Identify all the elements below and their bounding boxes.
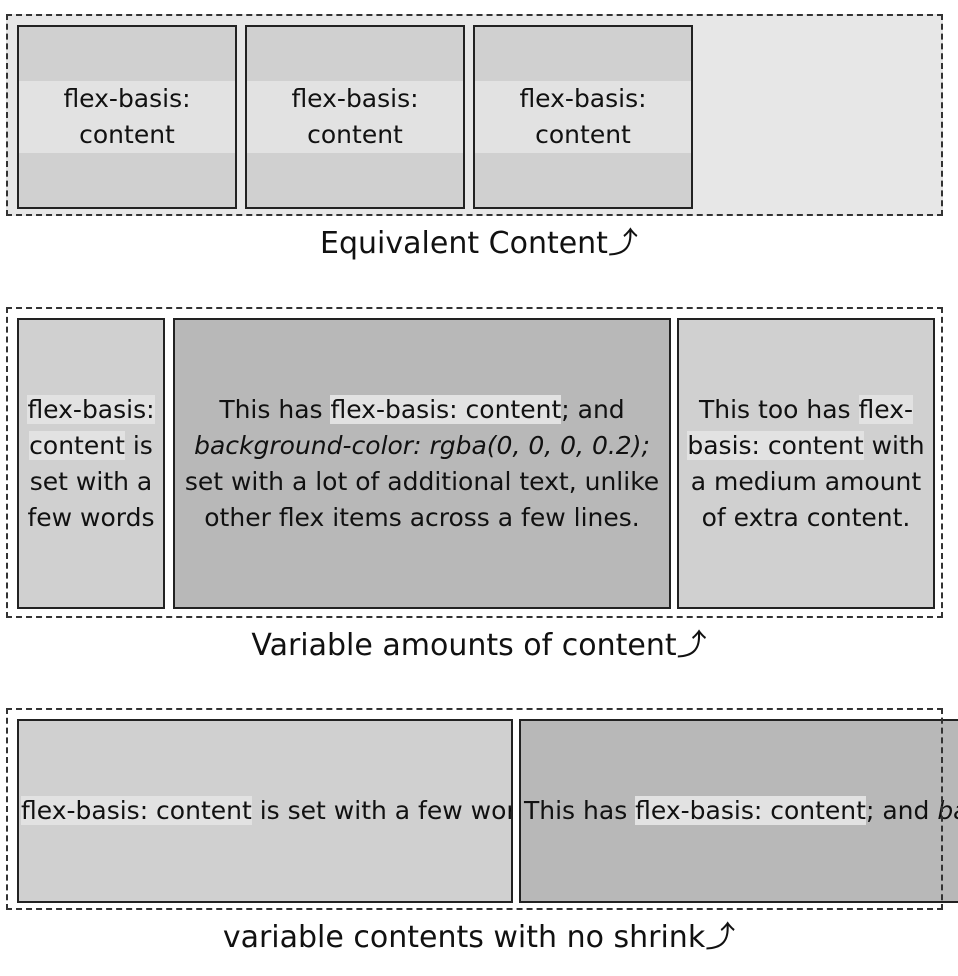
item-mid-text: ; and [561,394,625,424]
flex-item-1: flex-basis: content [17,25,237,209]
equivalent-flex-container: flex-basis: content flex-basis: content … [6,14,943,216]
item-pre-text: This has [524,796,636,825]
item-text: flex-basis: content is set with a few wo… [21,793,511,829]
background-color-code: background-color: rgba(0, 0, 0, 0.2); [194,430,650,460]
item-text: This too has flex-basis: content with a … [685,392,927,536]
flex-basis-code: flex-basis: content [21,796,252,825]
item-post-text: set with a lot of additional text, unlik… [184,466,660,532]
flex-basis-code: flex-basis: content [19,81,235,153]
variable-flex-container: flex-basis: content is set with a few wo… [6,307,943,618]
curved-arrow-icon: ⤴ [705,920,736,955]
caption-text: variable contents with no shrink [222,920,706,955]
flex-item-2: flex-basis: content [245,25,465,209]
flex-item-short: flex-basis: content is set with a few wo… [17,318,165,609]
item-text: This has flex-basis: content; and backgr… [524,793,958,829]
caption-text: Variable amounts of content [251,628,677,663]
flex-basis-code: flex-basis: content [247,81,463,153]
caption-text: Equivalent Content [320,226,608,261]
item-pre-text: This too has [698,394,859,424]
item-pre-text: This has [219,394,331,424]
flex-item-medium: This too has flex-basis: content with a … [677,318,935,609]
curved-arrow-icon: ⤴ [607,226,638,261]
equivalent-caption: Equivalent Content⤴ [0,224,958,264]
variable-caption: Variable amounts of content⤴ [0,626,958,666]
container-edge-overlay [941,708,943,910]
noshrink-flex-container: flex-basis: content is set with a few wo… [6,708,958,910]
flex-item-long: This has flex-basis: content; and backgr… [173,318,671,609]
item-rest-text: is set with a few words [259,796,511,825]
flex-basis-code: flex-basis: content [635,796,866,825]
flex-item-3: flex-basis: content [473,25,693,209]
item-text: flex-basis: content is set with a few wo… [27,392,155,536]
item-mid-text: ; and [865,796,938,825]
flex-item-overflowing: This has flex-basis: content; and backgr… [519,719,958,903]
flex-item-short: flex-basis: content is set with a few wo… [17,719,513,903]
item-text: This has flex-basis: content; and backgr… [181,392,663,536]
item-rest-text: is set with a few words [27,430,155,532]
curved-arrow-icon: ⤴ [676,628,707,663]
item-post-text: with a medium amount of extra content. [690,430,925,532]
flex-basis-code: flex-basis: content [330,394,562,424]
noshrink-caption: variable contents with no shrink⤴ [0,918,958,958]
flex-basis-code: flex-basis: content [475,81,691,153]
